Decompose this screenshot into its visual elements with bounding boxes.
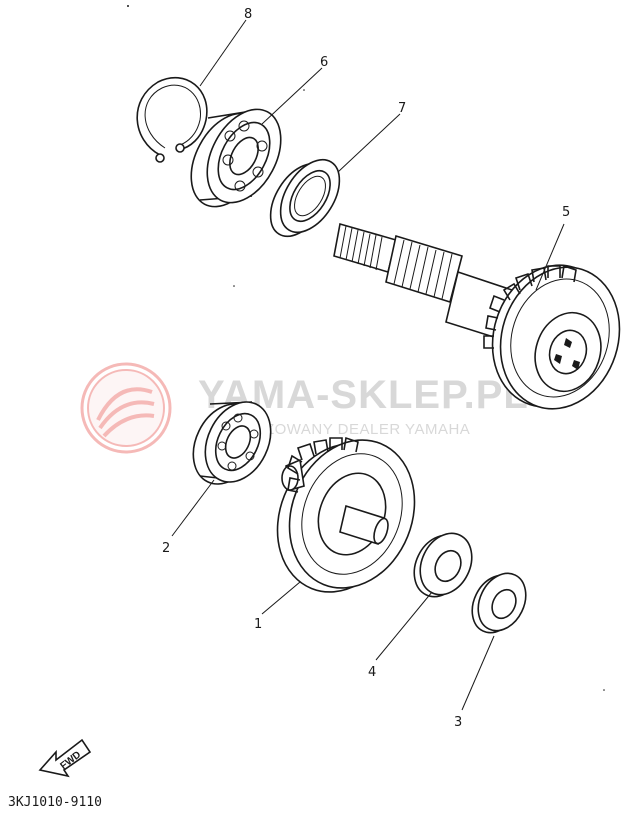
watermark-logo-icon (80, 362, 172, 454)
leader-line-4 (375, 591, 433, 661)
shaft-gear-part-5 (333, 222, 621, 410)
callout-3: 3 (454, 715, 462, 730)
leader-line-5 (535, 223, 565, 291)
callout-1: 1 (254, 617, 262, 632)
scan-specks (127, 5, 605, 691)
watermark: YAMA-SKLEP.PL AUTORYZOWANY DEALER YAMAHA (80, 362, 528, 454)
leader-line-8 (199, 19, 247, 87)
callout-4: 4 (368, 665, 376, 680)
oil-seal-part-7 (269, 158, 341, 238)
fwd-arrow-icon: FWD (38, 738, 92, 778)
callout-labels: 8 6 7 5 2 1 4 3 (162, 7, 570, 730)
gear-part-1 (276, 436, 416, 593)
callout-2: 2 (162, 541, 170, 556)
circlip-part (136, 76, 208, 163)
washer-part-3 (471, 572, 527, 634)
leader-line-1 (261, 581, 301, 615)
callout-6: 6 (320, 55, 328, 70)
bearing-part-6 (190, 108, 282, 208)
callout-5: 5 (562, 205, 570, 220)
leader-lines (171, 19, 565, 711)
leader-line-3 (461, 635, 495, 711)
leader-line-6 (261, 67, 323, 125)
callout-7: 7 (398, 101, 406, 116)
callout-8: 8 (244, 7, 252, 22)
leader-line-7 (337, 113, 401, 173)
diagram-code: 3KJ1010-9110 (8, 795, 102, 810)
washer-part-4 (413, 532, 473, 598)
bearing-part-2 (192, 401, 272, 485)
leader-line-2 (171, 479, 215, 537)
